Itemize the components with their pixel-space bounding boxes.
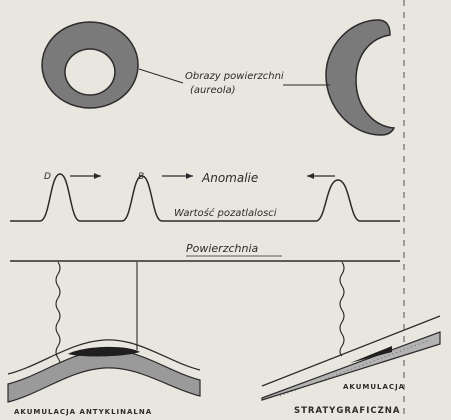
migration-path-1 [56,262,60,368]
aureola-label-line2: (aureola) [190,85,236,96]
peak-label-d: D [44,172,51,182]
anomalie-label: Anomalie [201,171,258,185]
aureola-leader-left [139,69,183,83]
anticline-layer-shaded [8,350,200,402]
aureola-label-line1: Obrazy powierzchni [185,71,284,82]
migration-path-3 [340,262,344,356]
stratigraphic-caption-1: AKUMULACJA [343,383,405,391]
anticline-caption: AKUMULACJA ANTYKLINALNA [14,408,152,416]
arrow-peak-d-head [94,173,101,179]
arrow-peak-b-head [186,173,193,179]
arrow-peak-right-head [307,173,314,179]
surface-label: Powierzchnia [186,242,259,255]
aureola-crescent-right [326,20,394,135]
background-value-label: Wartość pozatlalosci [174,207,277,219]
aureola-ring-left [42,22,138,108]
stratigraphic-caption-2: STRATYGRAFICZNA [294,406,401,416]
